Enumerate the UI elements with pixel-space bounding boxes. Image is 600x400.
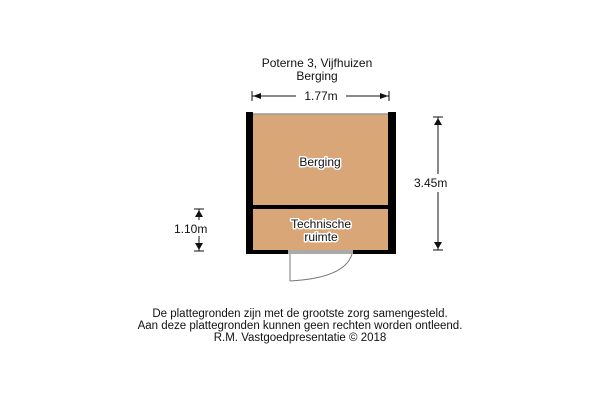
- width-dimension: 1.77m: [251, 89, 390, 103]
- disclaimer-line2: Aan deze plattegronden kunnen geen recht…: [138, 320, 463, 332]
- walls: [246, 112, 396, 254]
- height-dimension: 3.45m: [414, 116, 447, 251]
- room-label-technische-line2: ruimte: [304, 230, 338, 244]
- room-technische-ruimte: [253, 209, 388, 250]
- room-label-technische-line1: Technische: [291, 217, 351, 231]
- room-label-berging: Berging: [299, 155, 340, 169]
- copyright: R.M. Vastgoedpresentatie © 2018: [214, 332, 387, 344]
- plan-floor-title: Berging: [296, 69, 337, 83]
- door: [288, 250, 353, 282]
- height-label: 3.45m: [414, 176, 447, 190]
- tech-height-label: 1.10m: [174, 222, 207, 236]
- tech-height-dimension: 1.10m: [174, 208, 207, 252]
- width-label: 1.77m: [304, 89, 337, 103]
- plan-address: Poterne 3, Vijfhuizen: [262, 56, 373, 70]
- disclaimer-line1: De plattegronden zijn met de grootste zo…: [152, 308, 447, 320]
- room-berging: [253, 114, 388, 205]
